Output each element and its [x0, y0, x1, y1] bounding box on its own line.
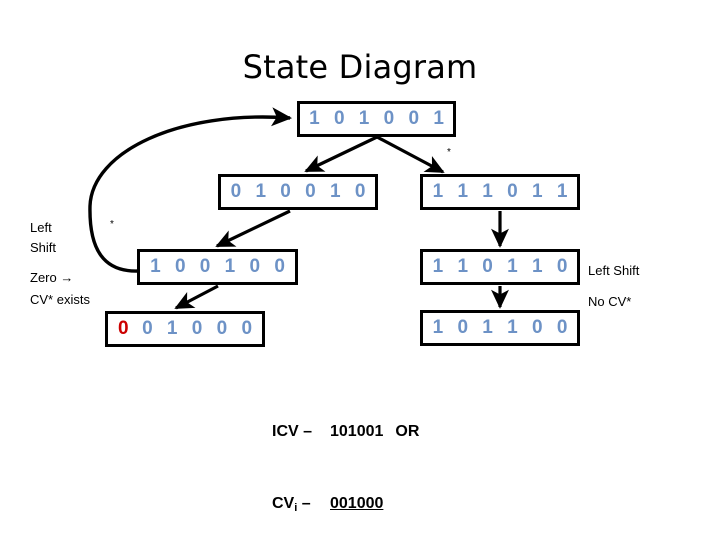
state-value: 1 0 0 1 0 0	[150, 256, 290, 277]
legend-suffix-or: OR	[395, 423, 420, 440]
state-value: 0 1 0 0 1 0	[230, 181, 370, 202]
legend-value-icv: 101001	[330, 423, 384, 440]
state-value: 1 1 0 1 1 0	[432, 256, 572, 277]
legend-row-icv: ICV – 101001 OR	[272, 420, 419, 444]
legend-label-cvi-dash: –	[301, 495, 311, 512]
arrow-s0-to-s1	[304, 135, 378, 173]
label-left-shift-left-line1: Left	[30, 220, 52, 235]
state-box-s5[interactable]: 0 0 1 0 0 0	[105, 311, 265, 347]
state-value-rest: 0 1 0 0 0	[142, 318, 257, 339]
state-box-s2[interactable]: 1 1 1 0 1 1	[420, 174, 580, 210]
label-left-shift-left-line2: Shift	[30, 240, 57, 255]
legend-value-cvi: 001000	[330, 495, 384, 512]
state-box-s3[interactable]: 1 0 0 1 0 0	[137, 249, 298, 285]
legend-label-icv: ICV –	[272, 423, 313, 440]
page-title: State Diagram	[242, 48, 478, 86]
legend-block: ICV – 101001 OR CVi – 001000 CV* 101001	[272, 372, 419, 540]
label-zero-arrow: Zero →	[30, 270, 74, 285]
state-box-s1[interactable]: 0 1 0 0 1 0	[218, 174, 378, 210]
state-box-s4[interactable]: 1 1 0 1 1 0	[420, 249, 580, 285]
label-no-cv: No CV*	[588, 294, 632, 309]
label-left-shift-right: Left Shift	[588, 263, 640, 278]
state-value: 1 0 1 0 0 1	[309, 108, 449, 129]
state-value: 1 0 1 1 0 0	[432, 317, 572, 338]
state-box-s6[interactable]: 1 0 1 1 0 0	[420, 310, 580, 346]
arrow-s3-to-s5	[174, 284, 219, 310]
asterisk-marker-left: *	[110, 219, 114, 230]
legend-row-cvi: CVi – 001000	[272, 492, 419, 517]
arrow-s1-to-s3	[215, 209, 291, 248]
arrow-s0-to-s2	[376, 135, 445, 174]
asterisk-marker-top-right: *	[447, 147, 451, 158]
state-value-first-bit: 0	[117, 318, 134, 339]
label-cv-exists: CV* exists	[30, 292, 90, 307]
state-value: 1 1 1 0 1 1	[432, 181, 572, 202]
state-box-s0[interactable]: 1 0 1 0 0 1	[297, 101, 456, 137]
legend-label-cvi: CVi –	[272, 492, 330, 517]
legend-label-cvi-subscript: i	[294, 502, 298, 514]
legend-label-cvi-base: CV	[272, 495, 295, 512]
